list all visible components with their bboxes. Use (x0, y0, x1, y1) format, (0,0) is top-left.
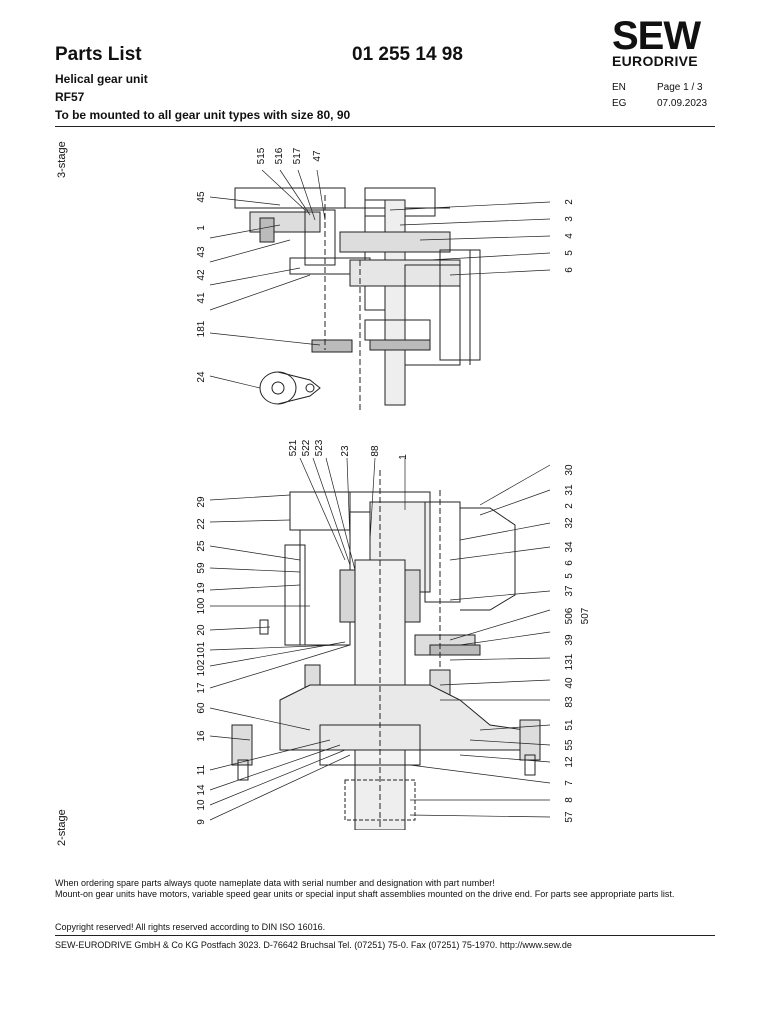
part-label-25: 25 (196, 540, 207, 552)
logo-eurodrive: EURODRIVE (612, 53, 698, 69)
part-label-10: 10 (196, 799, 207, 811)
part-label-521: 521 (288, 439, 299, 456)
part-label-1: 1 (196, 225, 207, 231)
part-label-29: 29 (196, 496, 207, 508)
part-label-19: 19 (196, 582, 207, 594)
part-label-523: 523 (314, 439, 325, 456)
part-label-59: 59 (196, 562, 207, 574)
part-label-47: 47 (312, 150, 323, 162)
language-code: EN (612, 82, 626, 93)
part-label-101: 101 (196, 641, 207, 658)
mount-on-note: Mount-on gear units have motors, variabl… (55, 889, 675, 899)
upper-housing-top (234, 187, 346, 209)
part-label-3: 3 (564, 216, 575, 222)
part-label-506: 506 (564, 607, 575, 624)
part-label-60: 60 (196, 702, 207, 714)
part-label-507: 507 (580, 607, 590, 624)
part-label-39: 39 (564, 634, 575, 646)
part-label-24: 24 (196, 371, 207, 383)
part-label-1: 1 (398, 454, 409, 460)
part-label-51: 51 (564, 719, 575, 731)
sew-logo: SEW EURODRIVE (612, 14, 718, 69)
part-label-4: 4 (564, 233, 575, 239)
company-address: SEW-EURODRIVE GmbH & Co KG Postfach 3023… (55, 940, 572, 950)
part-label-57: 57 (564, 811, 575, 823)
part-label-40: 40 (564, 677, 575, 689)
part-label-2: 2 (564, 199, 575, 205)
part-label-7: 7 (564, 780, 575, 786)
part-label-88: 88 (370, 445, 381, 457)
product-model: RF57 (55, 90, 85, 104)
part-label-5: 5 (564, 573, 575, 579)
part-label-6: 6 (564, 267, 575, 273)
part-label-32: 32 (564, 517, 575, 529)
logo-sew: SEW (612, 14, 701, 58)
part-number: 01 255 14 98 (352, 44, 463, 65)
header-divider (55, 126, 715, 127)
part-label-37: 37 (564, 585, 575, 597)
part-label-181: 181 (196, 320, 207, 337)
part-label-516: 516 (274, 147, 285, 164)
part-label-31: 31 (564, 484, 575, 496)
part-label-9: 9 (196, 819, 207, 825)
part-label-42: 42 (196, 269, 207, 281)
mounting-note: To be mounted to all gear unit types wit… (55, 108, 351, 122)
part-label-23: 23 (340, 445, 351, 457)
part-label-14: 14 (196, 784, 207, 796)
lower-housing-top (289, 491, 351, 531)
page-indicator: Page 1 / 3 (657, 82, 703, 93)
part-label-17: 17 (196, 682, 207, 694)
part-label-102: 102 (196, 659, 207, 676)
side-label-3-stage: 3-stage (56, 141, 68, 178)
issue-date: 07.09.2023 (657, 98, 708, 109)
side-label-2-stage: 2-stage (56, 809, 68, 846)
part-label-2: 2 (564, 503, 575, 509)
part-label-34: 34 (564, 541, 575, 553)
exploded-view-drawing: 4514342411812451551651747234562922255919… (196, 147, 590, 830)
document-title: Parts List (55, 44, 142, 65)
part-label-55: 55 (564, 739, 575, 751)
edition-code: EG (612, 98, 627, 109)
part-label-11: 11 (196, 764, 207, 775)
footer-divider (55, 935, 715, 936)
part-label-8: 8 (564, 797, 575, 803)
part-label-41: 41 (196, 292, 207, 304)
part-label-6: 6 (564, 560, 575, 566)
part-label-12: 12 (564, 756, 575, 768)
part-label-30: 30 (564, 464, 575, 476)
copyright-note: Copyright reserved! All rights reserved … (55, 922, 326, 932)
ordering-note: When ordering spare parts always quote n… (55, 878, 495, 888)
part-label-131: 131 (564, 653, 575, 670)
part-label-515: 515 (256, 147, 267, 164)
product-type: Helical gear unit (55, 72, 148, 86)
part-label-22: 22 (196, 518, 207, 530)
part-label-5: 5 (564, 250, 575, 256)
part-label-100: 100 (196, 597, 207, 614)
part-label-43: 43 (196, 246, 207, 258)
part-label-20: 20 (196, 624, 207, 636)
part-label-83: 83 (564, 696, 575, 708)
part-label-522: 522 (301, 439, 312, 456)
part-label-45: 45 (196, 191, 207, 203)
part-label-16: 16 (196, 730, 207, 742)
part-label-517: 517 (292, 147, 303, 164)
